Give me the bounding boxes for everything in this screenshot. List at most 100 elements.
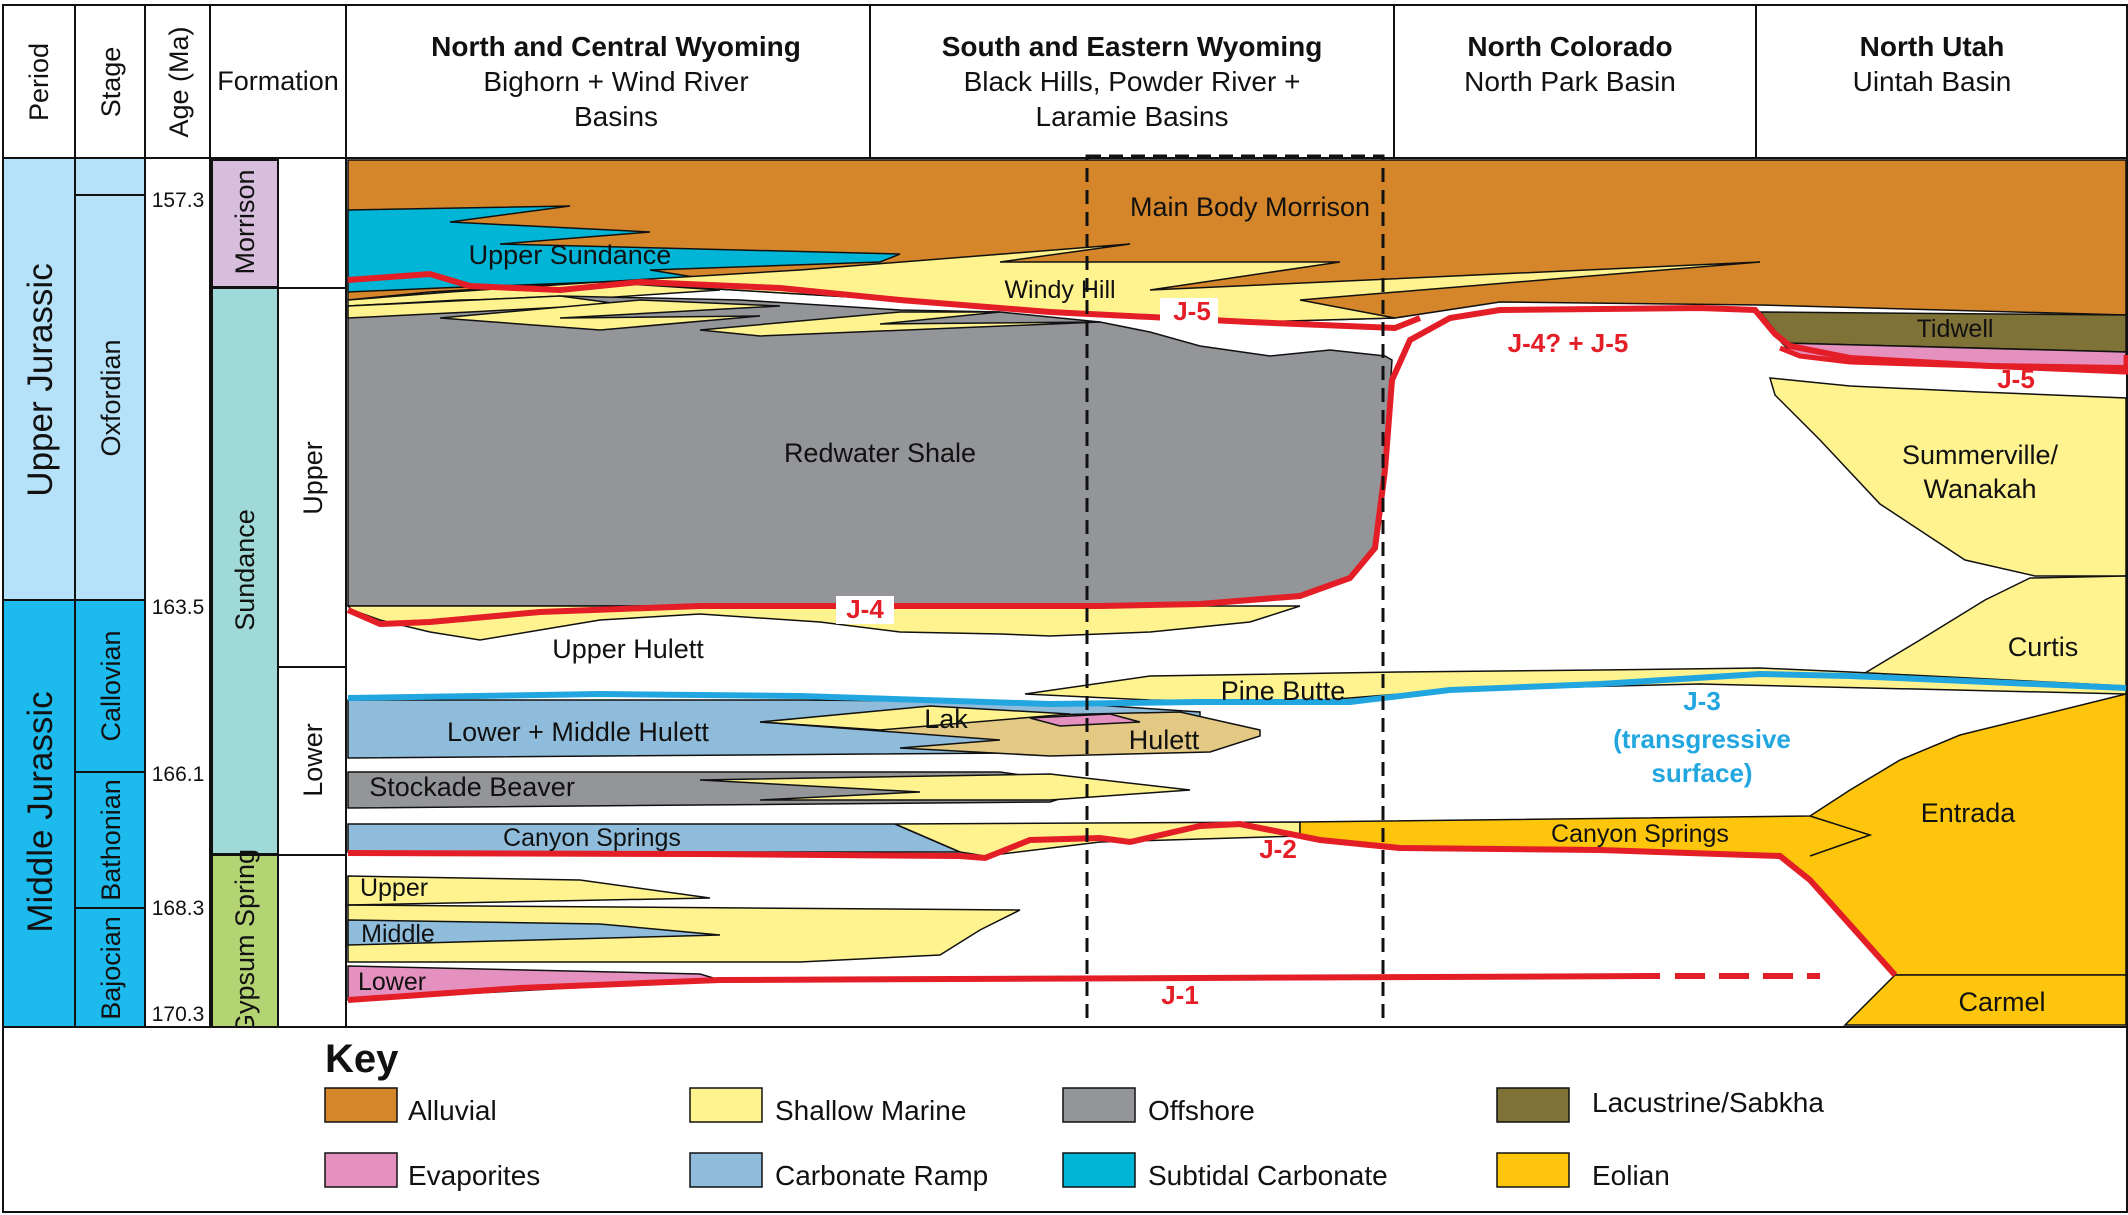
stage-bathonian: Bathonian xyxy=(96,779,126,901)
label-curtis: Curtis xyxy=(2008,632,2079,662)
period-upper-jurassic-cell xyxy=(2,157,76,601)
legend-swatch-alluvial xyxy=(324,1087,398,1123)
region-1-sub2: Basins xyxy=(574,101,658,132)
label-j3-note2: surface) xyxy=(1651,758,1752,788)
label-gypsum-lower: Lower xyxy=(358,968,426,996)
label-tidwell: Tidwell xyxy=(1917,315,1994,343)
gypsum-upper-unit xyxy=(347,875,711,906)
j3-transgressive-surface xyxy=(347,670,2127,708)
label-lak: Lak xyxy=(924,704,968,734)
legend-label-evaporites: Evaporites xyxy=(408,1160,540,1191)
stage-oxfordian: Oxfordian xyxy=(96,339,126,456)
cross-section-panel: Main Body Morrison Upper Sundance Windy … xyxy=(345,154,2128,1030)
j5-right-unconformity xyxy=(1779,345,2128,375)
label-canyon-springs-right: Canyon Springs xyxy=(1551,820,1729,848)
label-j3-note1: (transgressive xyxy=(1613,724,1791,754)
legend-label-offshore: Offshore xyxy=(1148,1095,1255,1126)
label-main-body-morrison: Main Body Morrison xyxy=(1130,192,1370,222)
label-gypsum-middle: Middle xyxy=(361,920,435,948)
legend-swatch-offshore xyxy=(1062,1087,1136,1123)
study-area-box xyxy=(1085,154,1385,1030)
label-j5: J-5 xyxy=(1173,296,1211,326)
region-1-title: North and Central Wyoming xyxy=(431,31,801,62)
redwater-shallow-tongue-2 xyxy=(439,299,781,331)
age-168-3: 168.3 xyxy=(152,897,205,920)
label-j4: J-4 xyxy=(846,594,884,624)
legend-swatch-eolian xyxy=(1496,1152,1570,1188)
legend-swatch-evaporites xyxy=(324,1152,398,1188)
legend-label-subtidal-carbonate: Subtidal Carbonate xyxy=(1148,1160,1388,1191)
region-2-sub2: Laramie Basins xyxy=(1036,101,1229,132)
entrada-arrow xyxy=(1809,815,1873,857)
label-j5-right: J-5 xyxy=(1997,364,2035,394)
label-lower-middle-hulett: Lower + Middle Hulett xyxy=(447,717,709,747)
legend-swatch-subtidal-carbonate xyxy=(1062,1152,1136,1188)
label-entrada: Entrada xyxy=(1921,798,2017,828)
label-upper-sundance: Upper Sundance xyxy=(469,240,672,270)
legend: Key Alluvial Shallow Marine Offshore Lacust… xyxy=(2,1026,2128,1213)
period-middle-jurassic-cell xyxy=(2,599,76,1028)
age-170-3: 170.3 xyxy=(152,1003,205,1026)
lak-evaporite xyxy=(1029,713,1141,727)
j2-unconformity xyxy=(347,820,1898,978)
header-row: Period Stage Age (Ma) Formation North an… xyxy=(2,4,2128,159)
label-hulett: Hulett xyxy=(1129,725,1200,755)
stage-bajocian-cell xyxy=(74,907,146,1028)
legend-label-lacustrine-sabkha: Lacustrine/Sabkha xyxy=(1592,1087,1824,1118)
label-j4-j5: J-4? + J-5 xyxy=(1508,328,1629,358)
label-windy-hill: Windy Hill xyxy=(1004,276,1115,304)
member-lower: Lower xyxy=(298,723,328,797)
legend-title: Key xyxy=(325,1037,399,1081)
legend-label-alluvial: Alluvial xyxy=(408,1095,497,1126)
period-upper-jurassic: Upper Jurassic xyxy=(21,263,60,496)
label-j2: J-2 xyxy=(1259,834,1297,864)
region-1-sub1: Bighorn + Wind River xyxy=(483,66,748,97)
summerville-wanakah-unit xyxy=(1768,377,2127,577)
legend-label-carbonate-ramp: Carbonate Ramp xyxy=(775,1160,988,1191)
label-summerville-1: Summerville/ xyxy=(1902,440,2059,470)
time-scale: Upper Jurassic Middle Jurassic Oxfordian… xyxy=(2,157,347,1035)
lak-tongue xyxy=(759,705,1071,731)
region-2-title: South and Eastern Wyoming xyxy=(942,31,1323,62)
stage-callovian: Callovian xyxy=(96,630,126,741)
stage-bajocian: Bajocian xyxy=(96,916,126,1020)
redwater-shallow-tongue-3 xyxy=(699,311,1101,337)
j4-unconformity xyxy=(346,469,1388,628)
members-column xyxy=(277,157,347,1028)
age-157-3: 157.3 xyxy=(152,189,205,212)
formation-gypsum-spring-1: Gypsum Spring xyxy=(230,849,260,1035)
label-redwater-shale: Redwater Shale xyxy=(784,438,976,468)
legend-swatch-shallow-marine xyxy=(689,1087,763,1123)
region-4-title: North Utah xyxy=(1860,31,2005,62)
j4-j5-unconformity xyxy=(1382,304,2127,471)
gypsum-middle-carbonate xyxy=(347,919,721,946)
stockade-beaver-tongue xyxy=(699,773,1191,801)
legend-label-shallow-marine: Shallow Marine xyxy=(775,1095,966,1126)
age-column xyxy=(144,157,211,1028)
formation-sundance-cell xyxy=(211,287,279,855)
label-summerville-2: Wanakah xyxy=(1923,474,2036,504)
upper-sundance-unit xyxy=(347,205,901,293)
label-upper-hulett: Upper Hulett xyxy=(552,634,704,664)
legend-swatch-carbonate-ramp xyxy=(689,1152,763,1188)
region-4-sub1: Uintah Basin xyxy=(1853,66,2012,97)
region-3-sub1: North Park Basin xyxy=(1464,66,1676,97)
label-carmel: Carmel xyxy=(1958,987,2045,1017)
header-stage: Stage xyxy=(96,47,126,118)
member-upper: Upper xyxy=(298,441,328,515)
header-formation: Formation xyxy=(217,66,339,96)
formation-morrison: Morrison xyxy=(230,169,260,274)
age-163-5: 163.5 xyxy=(152,596,205,619)
formation-sundance: Sundance xyxy=(230,509,260,631)
carmel-unit xyxy=(1843,974,2127,1026)
label-j1: J-1 xyxy=(1161,980,1199,1010)
label-canyon-springs-left: Canyon Springs xyxy=(503,824,681,852)
label-stockade-beaver: Stockade Beaver xyxy=(369,772,575,802)
region-3-title: North Colorado xyxy=(1467,31,1672,62)
label-pine-butte: Pine Butte xyxy=(1221,676,1346,706)
j1-unconformity xyxy=(347,973,1661,1003)
legend-swatch-lacustrine-sabkha xyxy=(1496,1087,1570,1123)
region-2-sub1: Black Hills, Powder River + xyxy=(964,66,1301,97)
age-166-1: 166.1 xyxy=(152,763,205,786)
